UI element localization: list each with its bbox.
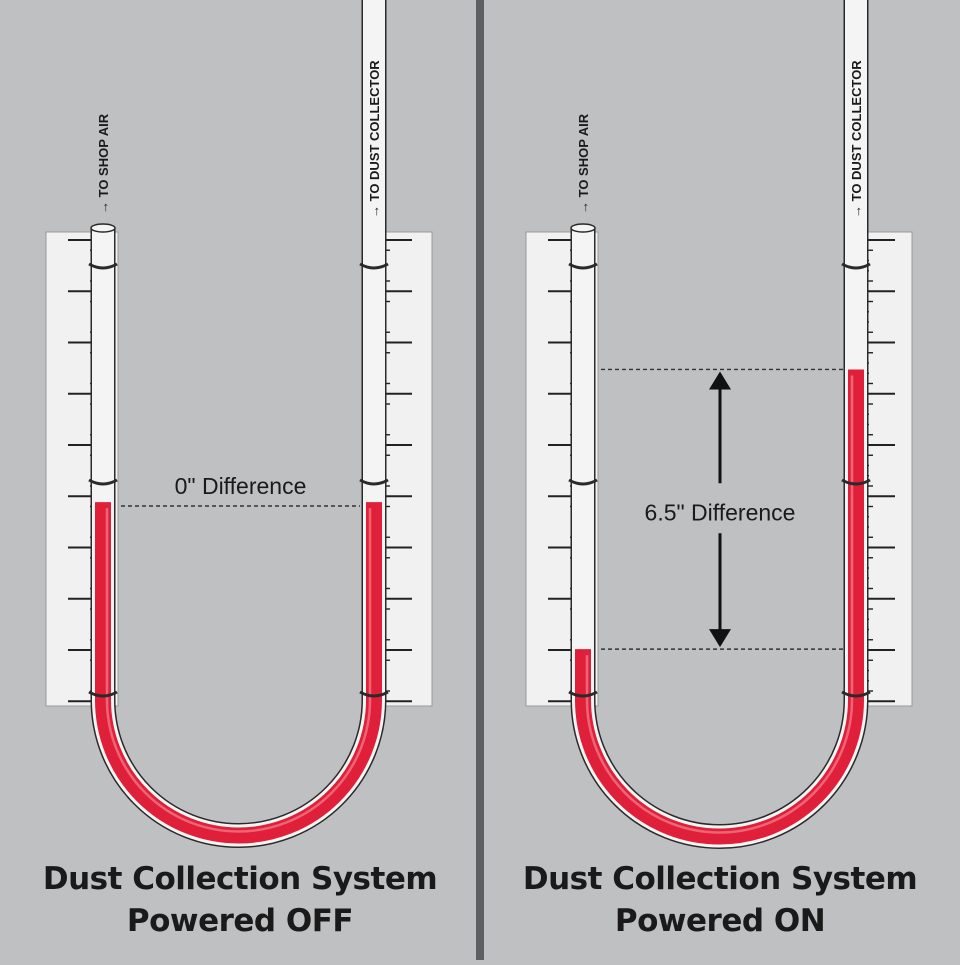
tube-clip-icon	[568, 262, 598, 270]
tube-clip-icon	[88, 478, 118, 486]
caption-on: Dust Collection System Powered ON	[480, 858, 960, 942]
tube-clip-icon	[359, 690, 389, 698]
difference-label: 0" Difference	[175, 473, 307, 499]
caption-on-line2: Powered ON	[614, 903, 826, 939]
fluid-column	[575, 369, 864, 845]
caption-on-line1: Dust Collection System	[522, 861, 918, 897]
fluid-highlight	[105, 508, 372, 833]
up-arrow-icon	[709, 371, 731, 390]
tube-clip-icon	[841, 262, 871, 270]
label-to-dust-collector: → TO DUST COLLECTOR	[849, 60, 864, 218]
manometer-off: → TO SHOP AIR → TO DUST COLLECTOR 0" Diffe…	[45, 0, 433, 848]
fluid-column	[95, 502, 382, 844]
tube-outline	[90, 0, 387, 848]
down-arrow-icon	[709, 629, 731, 648]
difference-label: 6.5" Difference	[645, 499, 796, 525]
caption-off-line1: Dust Collection System	[42, 861, 438, 897]
label-to-dust-collector: → TO DUST COLLECTOR	[367, 60, 382, 218]
tube-cap	[90, 223, 116, 233]
manometer-on: → TO SHOP AIR → TO DUST COLLECTOR 6.5" Dif…	[525, 0, 913, 849]
fluid-highlight	[585, 375, 854, 834]
label-to-shop-air: → TO SHOP AIR	[576, 113, 591, 214]
tube-clip-icon	[359, 262, 389, 270]
tube-clip-icon	[88, 262, 118, 270]
tube-clip-icon	[359, 478, 389, 486]
tube-glass	[92, 0, 385, 847]
tube-clip-icon	[841, 478, 871, 486]
caption-off-line2: Powered OFF	[126, 903, 354, 939]
tube-cap	[570, 223, 596, 233]
caption-off: Dust Collection System Powered OFF	[0, 858, 480, 942]
tube-clip-icon	[841, 690, 871, 698]
tube-clip-icon	[568, 690, 598, 698]
tube-clip-icon	[88, 690, 118, 698]
panel-divider	[476, 0, 484, 960]
label-to-shop-air: → TO SHOP AIR	[96, 113, 111, 214]
tube-clip-icon	[568, 478, 598, 486]
